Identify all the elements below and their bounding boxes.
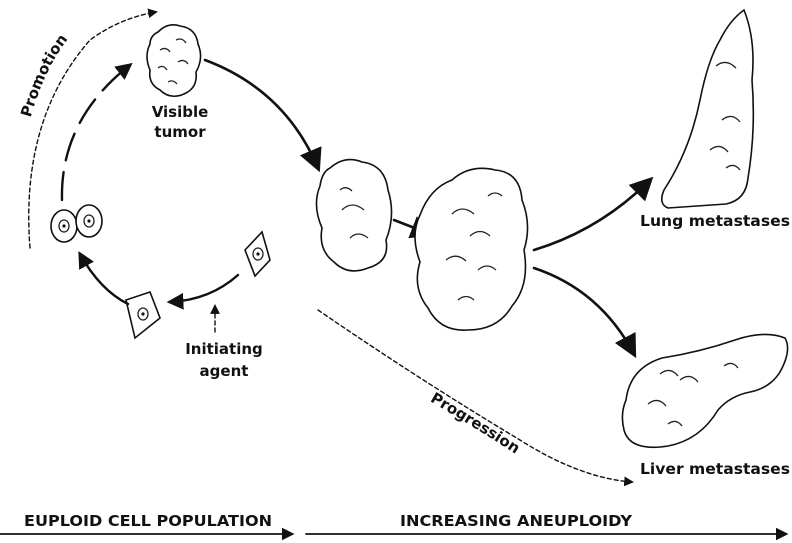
arrow-to-liver <box>534 268 634 354</box>
arrow-to-visible-tumor <box>62 65 130 200</box>
initiated-cell-bottom <box>126 292 160 338</box>
normal-cell-right <box>245 232 270 276</box>
arrow-to-initiated-cell <box>170 275 238 302</box>
dividing-cells-left <box>51 205 102 242</box>
lung-metastases <box>662 10 754 208</box>
progression-label: Progression <box>428 389 524 458</box>
lung-metastases-label: Lung metastases <box>640 212 790 230</box>
tumor-stage-2 <box>316 160 391 271</box>
initiating-agent-label-1: Initiating <box>185 340 263 358</box>
euploid-label: EUPLOID CELL POPULATION <box>24 512 272 530</box>
arrow-to-lung <box>534 180 650 250</box>
liver-metastases-label: Liver metastases <box>640 460 790 478</box>
arrow-tumor-growth <box>205 60 318 168</box>
visible-tumor <box>147 25 201 96</box>
arrow-to-dividing-cells <box>80 254 128 304</box>
progression-curve <box>318 310 632 482</box>
visible-tumor-label-1: Visible <box>152 103 209 121</box>
promotion-label: Promotion <box>17 31 71 119</box>
initiating-agent-label-2: agent <box>200 362 249 380</box>
liver-metastases <box>622 334 787 447</box>
visible-tumor-label-2: tumor <box>154 123 206 141</box>
aneuploidy-label: INCREASING ANEUPLOIDY <box>400 512 633 530</box>
tumor-stage-3 <box>415 168 528 330</box>
